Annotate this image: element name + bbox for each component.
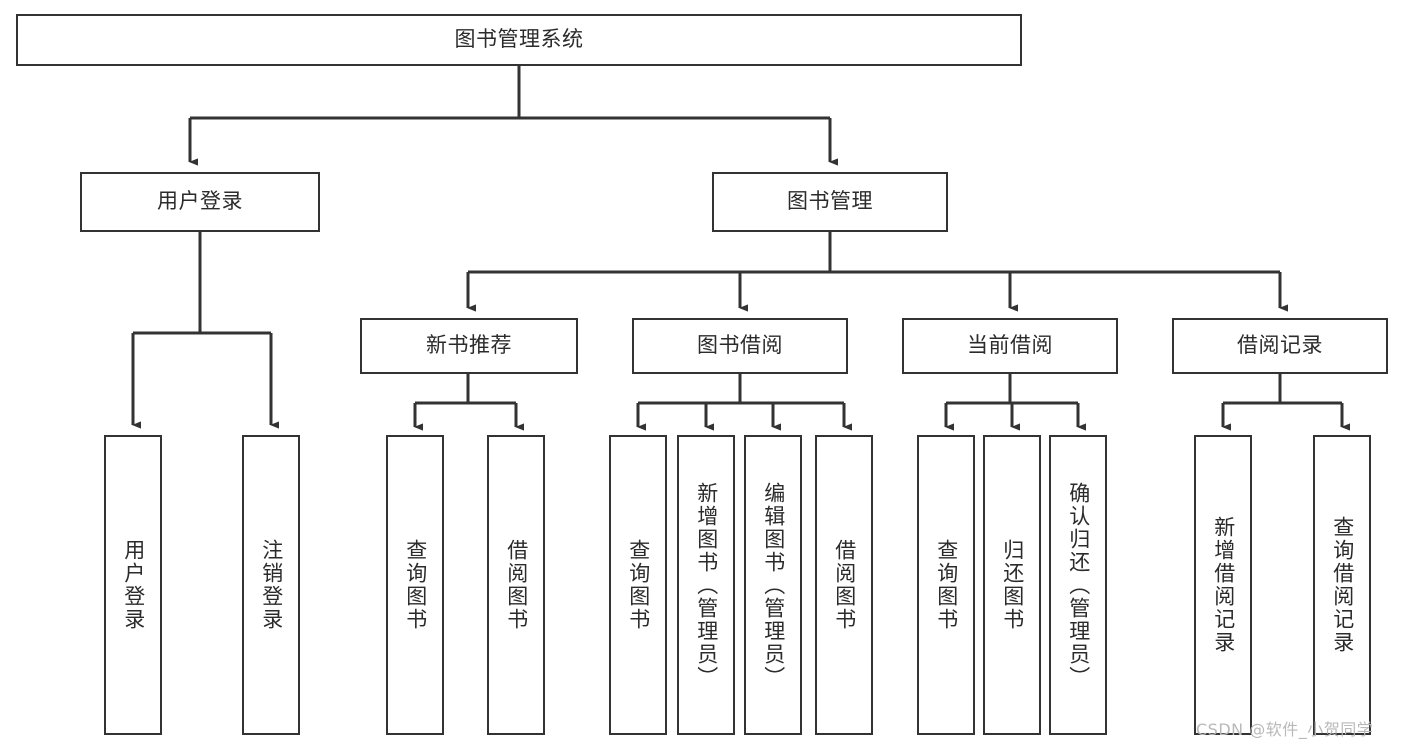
node-current-borrow-label: 当前借阅 xyxy=(967,333,1053,358)
node-leaf-add-book-label: 新增图书（管理员） xyxy=(694,481,719,689)
node-leaf-return-book-label: 归还图书 xyxy=(1000,539,1025,631)
node-leaf-confirm-return-label: 确认归还（管理员） xyxy=(1066,481,1091,689)
node-leaf-edit-book-label: 编辑图书（管理员） xyxy=(761,481,786,689)
node-leaf-query-book-2-label: 查询图书 xyxy=(626,539,651,631)
node-leaf-borrow-book-1[interactable]: 借阅图书 xyxy=(487,435,545,735)
node-leaf-borrow-book-2[interactable]: 借阅图书 xyxy=(815,435,873,735)
node-leaf-query-book-3-label: 查询图书 xyxy=(934,539,959,631)
watermark-text: CSDN @软件_小贺同学 xyxy=(1196,720,1374,739)
node-leaf-add-record-label: 新增借阅记录 xyxy=(1211,516,1236,654)
node-leaf-add-book[interactable]: 新增图书（管理员） xyxy=(677,435,735,735)
node-user-login[interactable]: 用户登录 xyxy=(80,172,320,232)
node-leaf-user-login-label: 用户登录 xyxy=(121,539,146,631)
node-leaf-query-book-2[interactable]: 查询图书 xyxy=(609,435,667,735)
node-leaf-confirm-return[interactable]: 确认归还（管理员） xyxy=(1049,435,1107,735)
node-leaf-query-book-3[interactable]: 查询图书 xyxy=(917,435,975,735)
node-current-borrow[interactable]: 当前借阅 xyxy=(902,318,1118,374)
node-new-book-recommend-label: 新书推荐 xyxy=(426,333,512,358)
node-leaf-user-logout[interactable]: 注销登录 xyxy=(242,435,300,735)
node-book-manage-label: 图书管理 xyxy=(787,189,873,214)
node-book-borrow[interactable]: 图书借阅 xyxy=(632,318,848,374)
node-leaf-query-record[interactable]: 查询借阅记录 xyxy=(1313,435,1371,735)
node-borrow-record[interactable]: 借阅记录 xyxy=(1172,318,1388,374)
node-leaf-query-book-1[interactable]: 查询图书 xyxy=(386,435,444,735)
node-book-manage[interactable]: 图书管理 xyxy=(712,172,948,232)
node-leaf-edit-book[interactable]: 编辑图书（管理员） xyxy=(744,435,802,735)
node-borrow-record-label: 借阅记录 xyxy=(1237,333,1323,358)
node-leaf-borrow-book-2-label: 借阅图书 xyxy=(832,539,857,631)
node-leaf-user-login[interactable]: 用户登录 xyxy=(104,435,162,735)
node-root-label: 图书管理系统 xyxy=(454,27,584,52)
node-root[interactable]: 图书管理系统 xyxy=(16,14,1022,66)
node-new-book-recommend[interactable]: 新书推荐 xyxy=(360,318,578,374)
node-leaf-return-book[interactable]: 归还图书 xyxy=(983,435,1041,735)
node-leaf-query-record-label: 查询借阅记录 xyxy=(1330,516,1355,654)
node-leaf-user-logout-label: 注销登录 xyxy=(259,539,284,631)
node-leaf-query-book-1-label: 查询图书 xyxy=(403,539,428,631)
node-book-borrow-label: 图书借阅 xyxy=(697,333,783,358)
node-leaf-borrow-book-1-label: 借阅图书 xyxy=(504,539,529,631)
node-leaf-add-record[interactable]: 新增借阅记录 xyxy=(1194,435,1252,735)
node-user-login-label: 用户登录 xyxy=(157,189,243,214)
